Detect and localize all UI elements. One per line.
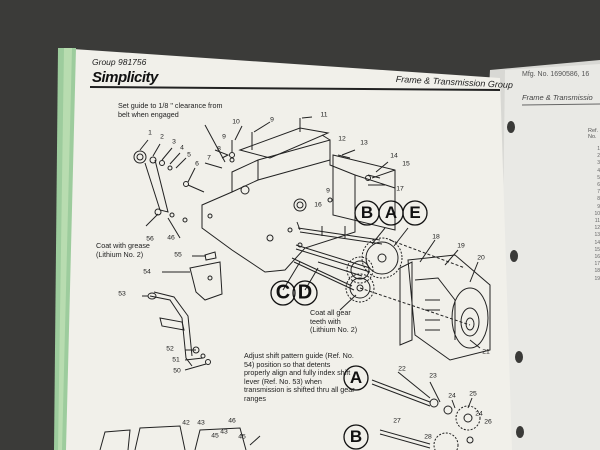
key-letter: A [349,368,363,387]
callout-number: 55 [174,251,182,259]
callout-number: 7 [207,154,211,162]
callout-number: 2 [160,133,164,141]
spine-highlight [58,48,72,450]
callout-number: 3 [172,138,176,146]
callout-number: 51 [172,356,180,364]
next-page-mfg: Mfg. No. 1690586, 16 [522,71,590,78]
callout-number: 45 [211,432,219,440]
shaft-letter: C [275,281,291,304]
callout-number: 13 [360,139,368,147]
callout-number: 8 [217,145,221,153]
callout-number: 19 [457,242,465,250]
ref-number: 18 [594,268,600,275]
binder-hole [516,426,524,438]
callout-number: 11 [320,111,328,119]
callout-number: 43 [220,428,228,436]
callout-number: 24 [475,410,483,418]
note-gear-teeth: Coat all gear teeth with (Lithium No. 2) [310,308,358,335]
note-grease: Coat with grease (Lithium No. 2) [96,241,150,259]
ref-number: 19 [594,275,600,282]
callout-number: 20 [477,254,485,262]
callout-number: 43 [197,419,205,427]
binder-hole [515,351,523,363]
header-rule [89,86,501,91]
next-page-ref-header: Ref. No. [588,128,599,140]
callout-number: 24 [448,392,456,400]
ref-number: 14 [594,239,600,246]
shaft-letter: A [384,203,398,222]
shaft-letter: E [409,203,421,222]
shaft-letter: D [297,281,313,304]
callout-number: 18 [432,233,440,241]
callout-number: 52 [166,345,174,353]
ref-number: 6 [597,182,600,189]
callout-number: 1 [148,129,152,137]
binder-hole [510,250,518,262]
ref-number: 11 [594,218,600,225]
callout-number: 46 [167,234,175,242]
callout-number: 27 [393,417,401,425]
callout-number: 26 [484,418,492,426]
ref-number: 16 [594,254,600,261]
callout-number: 45 [238,433,246,441]
callout-number: 28 [424,433,432,441]
callout-number: 12 [338,135,346,143]
callout-number: 4 [180,144,184,152]
shaft-letter: B [360,203,374,222]
ref-number: 8 [597,196,600,203]
ref-number: 12 [594,225,600,232]
brand-logo: Simplicity [92,69,158,86]
callout-number: 25 [469,390,477,398]
note-shift-adjust: Adjust shift pattern guide (Ref. No. 54)… [244,351,355,403]
callout-number: 42 [182,419,190,427]
ref-number: 13 [594,232,600,239]
callout-number: 15 [402,160,410,168]
callout-number: 21 [482,348,490,356]
callout-number: 9 [222,133,226,141]
ref-number: 7 [597,189,600,196]
ref-number: 17 [594,261,600,268]
ref-number: 2 [597,153,600,160]
callout-number: 22 [398,365,406,373]
next-page-section-title: Frame & Transmissio [522,93,593,102]
callout-number: 9 [270,116,274,124]
callout-number: 56 [146,235,154,243]
ref-number: 1 [597,146,600,152]
ref-number: 4 [597,167,600,174]
group-number: Group 981756 [92,57,147,67]
callout-number: 53 [118,290,126,298]
binder-hole [507,121,515,133]
letter-circles [270,200,428,450]
callout-number: 50 [173,367,181,375]
key-letter: B [349,427,363,446]
ref-number: 5 [597,174,600,181]
callout-number: 14 [390,152,398,160]
callout-number: 10 [232,118,240,126]
note-belt-guide: Set guide to 1/8 " clearance from belt w… [118,101,223,119]
next-page-sheet [500,64,600,450]
ref-number: 9 [597,203,600,210]
callout-number: 54 [143,268,151,276]
callout-number: 5 [187,151,191,159]
callout-number: 17 [396,185,404,193]
callout-number: 16 [314,201,322,209]
callout-number: 6 [195,160,199,168]
ref-number: 15 [594,246,600,253]
ref-number: 3 [597,160,600,167]
callout-number: 46 [228,417,236,425]
ref-number: 10 [594,210,600,217]
next-page-rule [521,103,600,106]
exploded-diagram [99,116,491,450]
callout-number: 23 [429,372,437,380]
callout-number: 9 [326,187,330,195]
